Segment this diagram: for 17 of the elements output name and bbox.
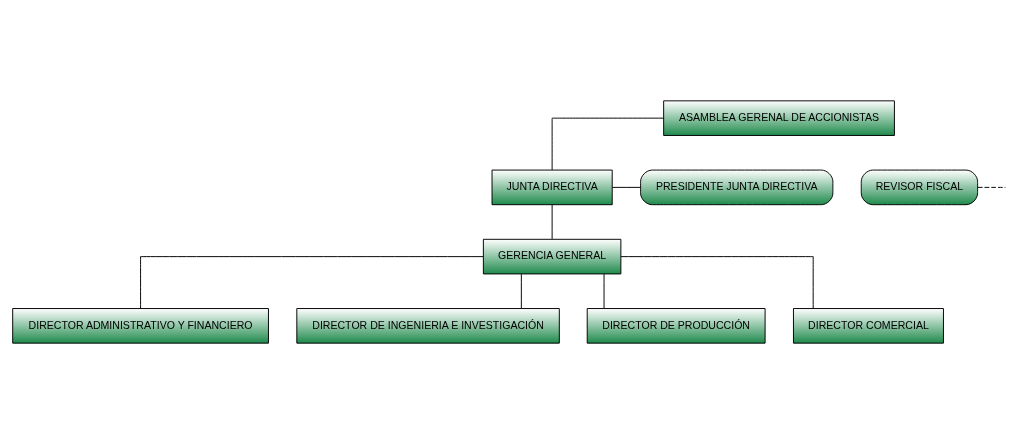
node-box: DIRECTOR ADMINISTRATIVO Y FINANCIERO: [12, 307, 269, 344]
connector: [620, 255, 814, 309]
node-box: DIRECTOR COMERCIAL: [793, 307, 944, 344]
node-box: ASAMBLEA GERENAL DE ACCIONISTAS: [663, 99, 895, 136]
connector: [977, 186, 1006, 188]
connector: [603, 273, 605, 309]
node-box: REVISOR FISCAL: [860, 169, 979, 205]
node-box: GERENCIA GENERAL: [482, 238, 622, 274]
connector: [551, 203, 553, 239]
connector: [140, 255, 484, 309]
node-box: DIRECTOR DE INGENIERIA E INVESTIGACIÓN: [296, 307, 560, 344]
connector: [611, 186, 641, 188]
node-box: DIRECTOR DE PRODUCCIÓN: [586, 307, 766, 344]
connector: [551, 117, 665, 170]
node-box: JUNTA DIRECTIVA: [491, 169, 613, 205]
node-box: PRESIDENTE JUNTA DIRECTIVA: [640, 169, 834, 205]
connector: [520, 273, 522, 309]
